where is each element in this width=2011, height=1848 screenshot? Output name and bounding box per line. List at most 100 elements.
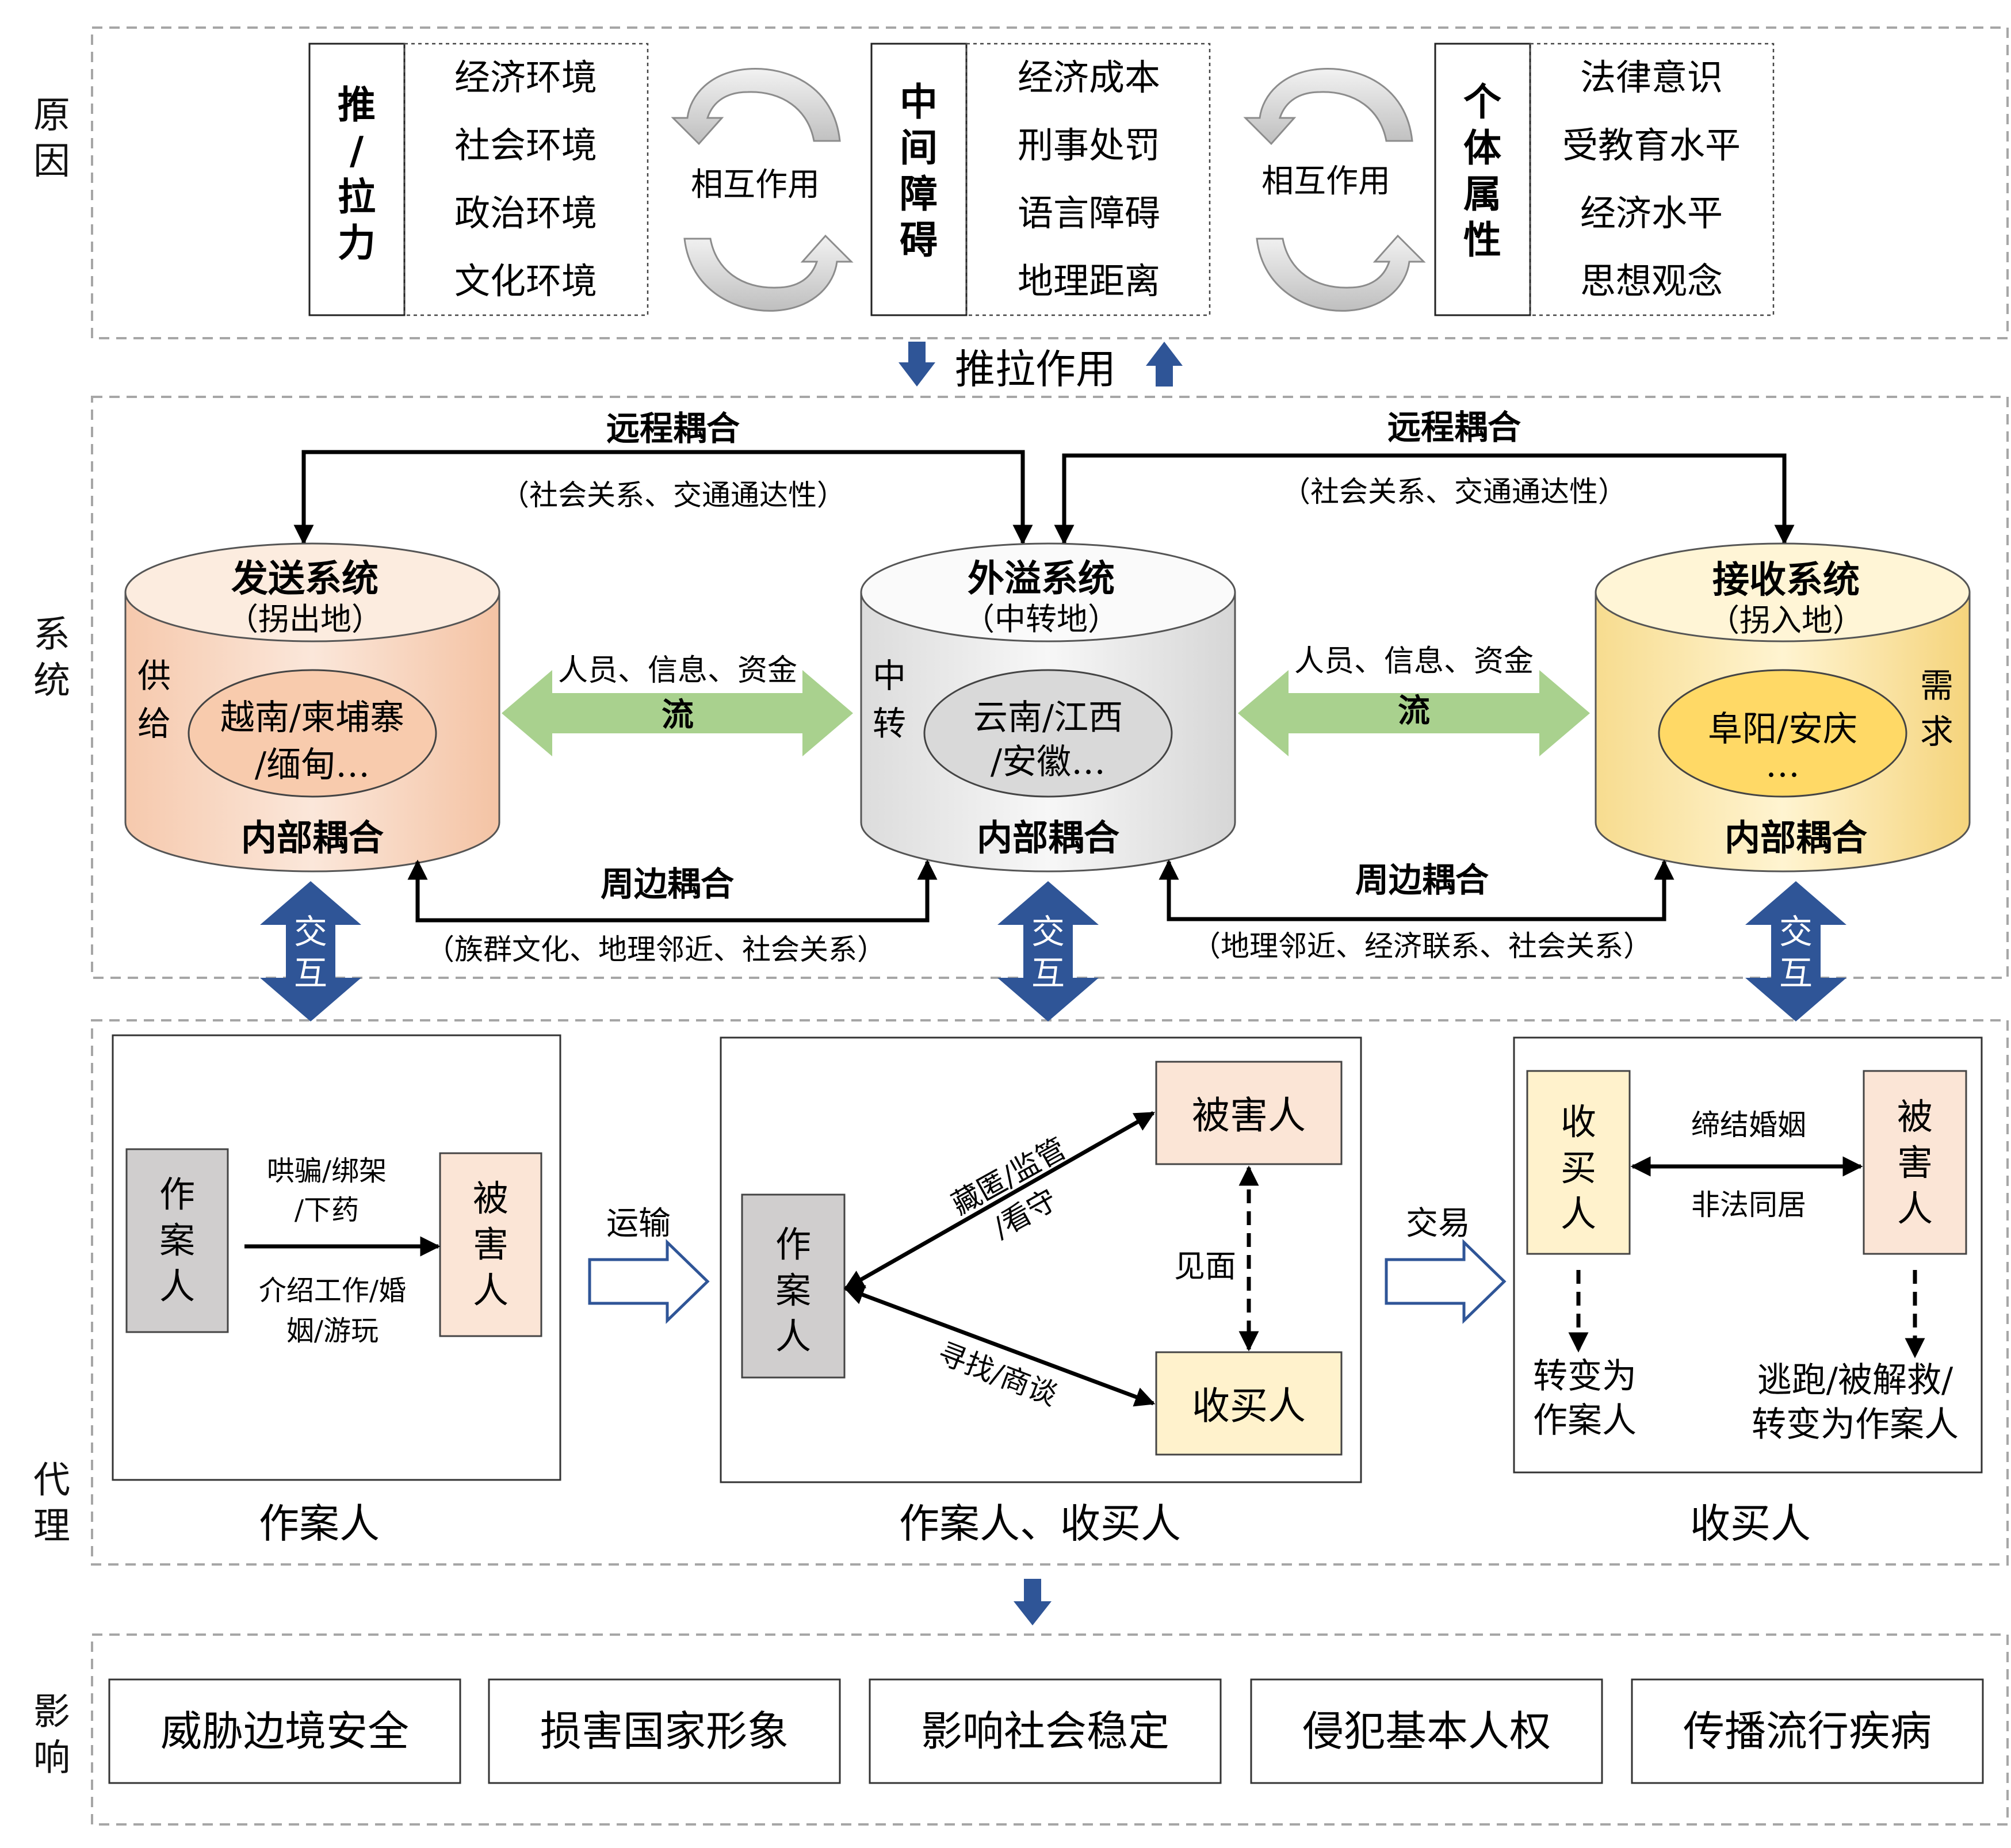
p2-perp-3: 人 xyxy=(775,1315,811,1357)
p3-victim-outcome-1: 逃跑/被解救/ xyxy=(1757,1360,1953,1401)
transport-label: 运输 xyxy=(606,1205,671,1242)
interaction-label-1: 相互作用 xyxy=(691,166,820,204)
remote-coupling-left-note: （社会关系、交通通达性） xyxy=(500,479,846,512)
double-arrow-icon xyxy=(997,881,1099,1021)
section-label-causes: 原因 xyxy=(33,94,70,183)
impact-label: 侵犯基本人权 xyxy=(1302,1707,1551,1755)
spillover-side-label-1: 中 xyxy=(873,656,906,695)
p2-perp-1: 作 xyxy=(775,1223,811,1265)
intermediate-items: 经济成本 刑事处罚 语言障碍 地理距离 xyxy=(1018,56,1160,302)
push-pull-title-box xyxy=(308,43,406,316)
victim-box xyxy=(439,1152,542,1337)
push-pull-item: 政治环境 xyxy=(454,192,597,234)
individual-items-box xyxy=(1529,43,1775,316)
flow-right-arrow-icon xyxy=(1238,670,1590,756)
receiving-system xyxy=(1595,542,1971,873)
intermediate-item: 经济成本 xyxy=(1018,56,1160,98)
interact-label-1b: 互 xyxy=(294,954,327,993)
push-pull-item: 文化环境 xyxy=(454,260,597,302)
agents-panel-2 xyxy=(720,1036,1362,1483)
impact-box xyxy=(1631,1678,1984,1784)
spillover-places-ellipse xyxy=(923,669,1173,798)
flow-right-arrow-label: 流 xyxy=(1398,692,1430,730)
p3-buyer-1: 收 xyxy=(1561,1101,1596,1143)
p2-buyer: 收买人 xyxy=(1192,1384,1306,1428)
interaction-cycle-icon xyxy=(671,68,854,312)
p2-victim: 被害人 xyxy=(1192,1093,1306,1138)
p1-method-top-2: /下药 xyxy=(295,1194,359,1226)
trade-label: 交易 xyxy=(1406,1205,1470,1242)
peripheral-coupling-lines xyxy=(407,859,1674,923)
push-pull-title: 推/拉力 xyxy=(338,82,376,265)
push-pull-items: 经济环境 社会环境 政治环境 文化环境 xyxy=(454,56,597,302)
p2-meet: 见面 xyxy=(1174,1248,1236,1284)
spillover-places-2: /安徽… xyxy=(991,742,1106,782)
p3-edge-top: 缔结婚姻 xyxy=(1691,1108,1806,1142)
p3-victim-1: 被 xyxy=(1897,1096,1933,1138)
push-pull-item: 经济环境 xyxy=(454,56,597,98)
individual-item: 思想观念 xyxy=(1580,260,1723,302)
p3-edge-bottom: 非法同居 xyxy=(1691,1188,1806,1222)
buyer-box xyxy=(1526,1070,1631,1255)
perpetrator-box xyxy=(741,1193,846,1379)
impact-label: 损害国家形象 xyxy=(540,1707,789,1755)
receiving-footer: 内部耦合 xyxy=(1725,817,1867,859)
receiving-subtitle: （拐入地） xyxy=(1708,602,1864,638)
individual-item: 经济水平 xyxy=(1580,192,1723,234)
impact-box xyxy=(108,1678,461,1784)
interact-label-1a: 交 xyxy=(294,912,327,951)
sending-places-ellipse xyxy=(188,669,437,798)
interact-label-2b: 互 xyxy=(1031,954,1065,993)
down-arrow-icon xyxy=(1014,1579,1052,1625)
p1-perp-1: 作 xyxy=(159,1173,195,1215)
flow-left-label: 人员、信息、资金 xyxy=(558,653,797,688)
peripheral-left-title: 周边耦合 xyxy=(601,864,734,904)
flow-left-arrow-icon xyxy=(502,670,853,756)
impact-label: 传播流行疾病 xyxy=(1683,1707,1932,1755)
peripheral-left-note: （族群文化、地理邻近、社会关系） xyxy=(426,933,886,966)
sending-footer: 内部耦合 xyxy=(241,817,384,859)
individual-title: 个体属性 xyxy=(1463,79,1501,262)
sending-subtitle: （拐出地） xyxy=(227,601,383,637)
interact-label-2a: 交 xyxy=(1031,912,1065,951)
sending-places-2: /缅甸… xyxy=(255,745,370,785)
p3-victim-2: 害 xyxy=(1897,1142,1933,1184)
intermediate-item: 地理距离 xyxy=(1018,260,1160,302)
p1-perp-3: 人 xyxy=(159,1265,195,1307)
receiving-side-label-2: 求 xyxy=(1920,712,1953,751)
sending-side-label-1: 供 xyxy=(137,656,171,695)
receiving-title: 接收系统 xyxy=(1712,558,1860,602)
victim-box xyxy=(1863,1070,1967,1255)
p1-victim-2: 害 xyxy=(473,1223,509,1265)
impact-box xyxy=(1250,1678,1603,1784)
p2-perp-2: 案 xyxy=(775,1269,811,1311)
interact-label-3a: 交 xyxy=(1779,912,1813,951)
buyer-box xyxy=(1155,1351,1343,1456)
p1-method-bottom-2: 姻/游玩 xyxy=(286,1315,379,1347)
individual-title-box xyxy=(1434,43,1531,316)
down-arrow-icon xyxy=(899,342,935,387)
p1-victim-1: 被 xyxy=(473,1177,509,1219)
spillover-title: 外溢系统 xyxy=(968,557,1115,600)
push-pull-item: 社会环境 xyxy=(454,124,597,166)
agents-panel-1 xyxy=(112,1034,561,1481)
p3-buyer-3: 人 xyxy=(1561,1193,1596,1235)
p3-victim-3: 人 xyxy=(1897,1188,1933,1230)
push-pull-items-box xyxy=(403,43,649,316)
individual-item: 受教育水平 xyxy=(1562,124,1741,166)
p1-perp-2: 案 xyxy=(159,1219,195,1261)
agents-frame xyxy=(91,1019,2009,1566)
p3-buyer-outcome-1: 转变为 xyxy=(1533,1356,1637,1396)
impact-label: 威胁边境安全 xyxy=(160,1707,409,1755)
interact-arrows xyxy=(260,881,1846,1021)
transport-arrow-icon xyxy=(588,1239,710,1324)
receiving-places-ellipse xyxy=(1658,669,1907,798)
spillover-side-label-2: 转 xyxy=(873,704,906,743)
flow-right-label: 人员、信息、资金 xyxy=(1294,644,1534,679)
individual-items: 法律意识 受教育水平 经济水平 思想观念 xyxy=(1562,56,1741,302)
sending-places-1: 越南/柬埔寨 xyxy=(220,698,404,738)
spillover-system xyxy=(860,542,1236,873)
sending-title: 发送系统 xyxy=(231,557,379,600)
double-arrow-icon xyxy=(1745,881,1846,1021)
